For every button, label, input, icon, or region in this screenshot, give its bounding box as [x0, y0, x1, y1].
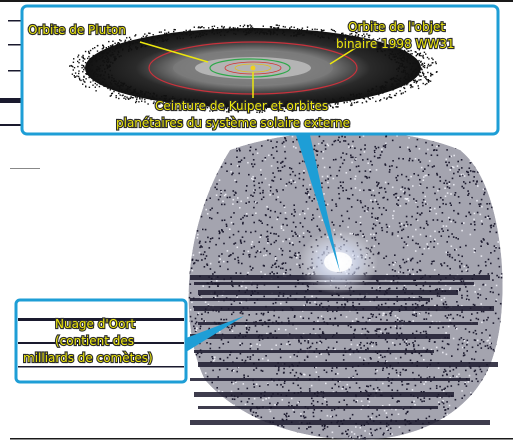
binary-object-label-pointer	[329, 41, 366, 65]
pluto-orbit-label: Orbite de Pluton	[28, 23, 126, 37]
oort-label-line2: (contient des	[55, 334, 134, 348]
oort-callout-pointer	[186, 316, 244, 352]
binary-object-label-line1: Orbite de l'objet	[348, 20, 445, 34]
pluto-label-pointer	[139, 41, 209, 63]
oort-cloud-callout: Nuage d'Oort (contient des milliards de …	[14, 298, 188, 384]
binary-object-label-line2: binaire 1998 WW31	[336, 37, 454, 51]
kuiper-belt-callout: Orbite de Pluton Orbite de l'objet binai…	[20, 4, 500, 136]
sun-marker	[250, 65, 256, 71]
kuiper-label-line1: Ceinture de Kuiper et orbites	[155, 99, 328, 113]
kuiper-callout-pointer	[296, 135, 340, 272]
oort-label-line1: Nuage d'Oort	[55, 317, 135, 331]
oort-cloud	[188, 131, 503, 440]
kuiper-label-line2: planétaires du système solaire externe	[116, 116, 350, 130]
oort-label-line3: milliards de comètes)	[23, 351, 153, 365]
pluto-orbit	[209, 58, 291, 78]
